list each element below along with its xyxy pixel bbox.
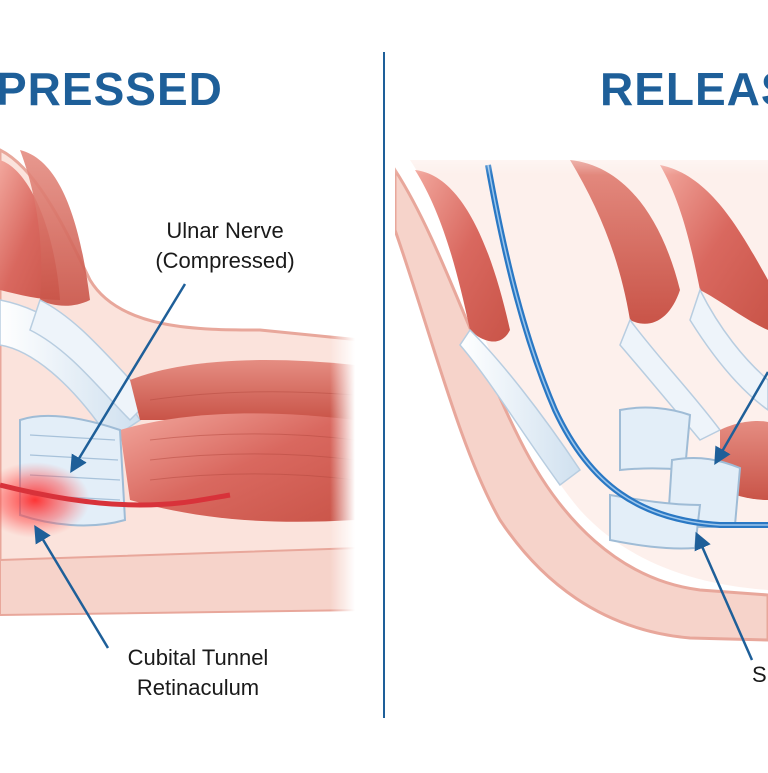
retinaculum-label-line1: Cubital Tunnel (127, 645, 269, 670)
left-forearm-muscle-top (130, 360, 355, 420)
left-panel-illustration (0, 130, 355, 650)
left-upper-muscle-2 (20, 150, 90, 306)
right-panel-illustration (395, 130, 768, 642)
ulnar-nerve-label: Ulnar Nerve (Compressed) (130, 216, 320, 276)
retinaculum-label-line2: Retinaculum (136, 675, 260, 700)
ulnar-nerve-label-line1: Ulnar Nerve (166, 218, 284, 243)
right-tendon-3 (689, 288, 768, 411)
right-tendon-2 (619, 318, 722, 441)
right-lower-pointer-arrow (694, 531, 754, 661)
right-upper-muscle-2 (570, 160, 680, 324)
left-skin-band (0, 547, 355, 617)
left-compression-glow (0, 462, 90, 538)
retinaculum-pointer-arrow (34, 524, 110, 649)
nerve-pointer-arrow (70, 283, 187, 473)
right-upper-muscle-1 (415, 170, 510, 342)
left-forearm-muscle-bottom (120, 413, 355, 522)
released-panel-title: RELEAS (600, 63, 768, 115)
compressed-panel-title: PRESSED (0, 63, 223, 115)
retinaculum-label: Cubital Tunnel Retinaculum (100, 643, 296, 703)
left-ulnar-nerve (0, 482, 231, 508)
right-tendon-1 (459, 328, 582, 487)
right-upper-muscle-3 (660, 165, 768, 330)
right-upper-pointer-arrow (714, 371, 768, 466)
ulnar-nerve-label-line2: (Compressed) (155, 248, 295, 273)
right-partial-label: S (752, 662, 767, 687)
